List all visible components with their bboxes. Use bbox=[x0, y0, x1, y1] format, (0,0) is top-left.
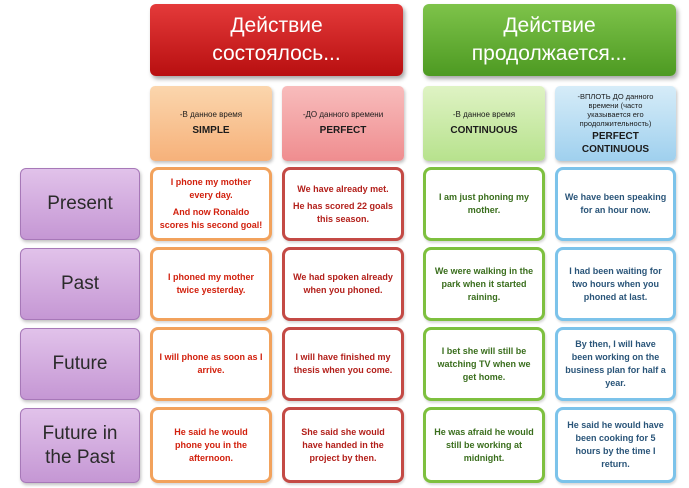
cell-text: I will have finished my bbox=[295, 352, 391, 362]
cell-text: still be working at bbox=[445, 439, 522, 450]
cell-past-perfect: We had spoken already when you phoned. bbox=[282, 247, 404, 321]
column-header-continuous: -В данное время CONTINUOUS bbox=[423, 86, 545, 161]
column-header-perfect: -ДО данного времени PERFECT bbox=[282, 86, 404, 161]
tense-note: -ДО данного времени bbox=[302, 110, 384, 119]
cell-text: I phone my mother bbox=[170, 177, 252, 187]
cell-text: thesis when you come. bbox=[293, 365, 393, 375]
tense-name: PERFECT bbox=[319, 125, 367, 136]
header-line-1: Действие bbox=[503, 14, 596, 37]
cell-text: I phoned my mother bbox=[167, 272, 254, 282]
cell-text: been working on the bbox=[571, 352, 660, 362]
row-label: the Past bbox=[45, 446, 115, 468]
cell-text: She said she would bbox=[301, 426, 385, 437]
row-header-present: Present bbox=[20, 168, 140, 240]
cell-text: He said he would bbox=[174, 426, 248, 437]
cell-text: get home. bbox=[462, 371, 506, 382]
cell-text: We have already met. bbox=[297, 183, 389, 194]
cell-text: We were walking in the bbox=[434, 265, 534, 276]
cell-text: watching TV when we bbox=[437, 358, 531, 369]
cell-text: I am just phoning my bbox=[438, 192, 529, 202]
cell-text: We had spoken already bbox=[293, 272, 393, 282]
tense-name: CONTINUOUS bbox=[581, 143, 650, 155]
row-header-future: Future bbox=[20, 328, 140, 400]
cell-text: return. bbox=[601, 459, 630, 469]
cell-text: year. bbox=[605, 378, 626, 388]
cell-text: phone you in the bbox=[175, 439, 247, 450]
cell-text: He was afraid he would bbox=[434, 426, 534, 437]
header-line-1: Действие bbox=[230, 14, 323, 37]
cell-text: scores his second goal! bbox=[159, 220, 263, 230]
tense-note: продолжительность) bbox=[579, 118, 652, 128]
cell-text: have handed in the bbox=[302, 439, 384, 450]
cell-text: every day. bbox=[189, 190, 233, 200]
cell-text: arrive. bbox=[197, 365, 225, 375]
header-line-2: продолжается... bbox=[471, 42, 628, 65]
row-header-future-in-the-past: Future in the Past bbox=[20, 408, 140, 483]
tense-note: указывается его bbox=[587, 109, 644, 119]
header-line-2: состоялось... bbox=[212, 42, 341, 65]
row-label: Future bbox=[52, 353, 108, 374]
tense-note: -ВПЛОТЬ ДО данного bbox=[577, 91, 654, 101]
column-header-perfect-continuous: -ВПЛОТЬ ДО данного времени (часто указыв… bbox=[555, 86, 676, 161]
row-label: Past bbox=[60, 273, 100, 294]
cell-text: twice yesterday. bbox=[176, 285, 246, 295]
cell-present-simple: I phone my mother every day. And now Ron… bbox=[150, 167, 272, 241]
cell-future-perfect-continuous: By then, I will have been working on the… bbox=[555, 327, 676, 401]
row-label: Present bbox=[47, 193, 113, 214]
tense-note: времени (часто bbox=[588, 100, 643, 110]
tense-note: -В данное время bbox=[179, 110, 243, 119]
header-action-completed: Действие состоялось... bbox=[150, 4, 403, 76]
header-action-ongoing: Действие продолжается... bbox=[423, 4, 676, 76]
cell-future-perfect: I will have finished my thesis when you … bbox=[282, 327, 404, 401]
cell-text: for an hour now. bbox=[580, 205, 651, 215]
cell-text: And now Ronaldo bbox=[172, 207, 250, 217]
cell-present-perfect-continuous: We have been speaking for an hour now. bbox=[555, 167, 676, 241]
cell-text: By then, I will have bbox=[575, 339, 656, 349]
cell-text: I will phone as soon as I bbox=[159, 352, 263, 362]
tense-name: PERFECT bbox=[592, 130, 639, 142]
row-label: Future in bbox=[42, 422, 118, 444]
cell-text: mother. bbox=[467, 205, 501, 215]
row-header-past: Past bbox=[20, 248, 140, 320]
cell-future-past-perfect: She said she would have handed in the pr… bbox=[282, 407, 404, 483]
cell-text: raining. bbox=[467, 291, 501, 302]
cell-text: two hours when you bbox=[572, 278, 659, 289]
cell-text: hours by the time I bbox=[575, 446, 656, 456]
cell-text: He has scored 22 goals bbox=[292, 200, 394, 211]
cell-text: We have been speaking bbox=[564, 192, 667, 202]
cell-text: He said he would have bbox=[567, 420, 664, 430]
cell-text: midnight. bbox=[463, 452, 505, 463]
cell-future-continuous: I bet she will still be watching TV when… bbox=[423, 327, 545, 401]
cell-text: afternoon. bbox=[189, 452, 233, 463]
cell-text: this season. bbox=[316, 213, 370, 224]
cell-past-simple: I phoned my mother twice yesterday. bbox=[150, 247, 272, 321]
cell-text: business plan for half a bbox=[565, 365, 666, 375]
cell-present-perfect: We have already met. He has scored 22 go… bbox=[282, 167, 404, 241]
cell-text: park when it started bbox=[441, 278, 527, 289]
cell-text: I had been waiting for bbox=[569, 265, 662, 276]
cell-future-simple: I will phone as soon as I arrive. bbox=[150, 327, 272, 401]
cell-future-past-simple: He said he would phone you in the aftern… bbox=[150, 407, 272, 483]
cell-past-perfect-continuous: I had been waiting for two hours when yo… bbox=[555, 247, 676, 321]
tense-note: -В данное время bbox=[452, 110, 516, 119]
cell-text: been cooking for 5 bbox=[575, 433, 656, 443]
cell-future-past-continuous: He was afraid he would still be working … bbox=[423, 407, 545, 483]
cell-text: project by then. bbox=[309, 452, 377, 463]
cell-text: I bet she will still be bbox=[441, 345, 527, 356]
cell-past-continuous: We were walking in the park when it star… bbox=[423, 247, 545, 321]
cell-future-past-perfect-continuous: He said he would have been cooking for 5… bbox=[555, 407, 676, 483]
cell-text: when you phoned. bbox=[303, 285, 383, 295]
cell-present-continuous: I am just phoning my mother. bbox=[423, 167, 545, 241]
tense-name: CONTINUOUS bbox=[450, 125, 518, 136]
cell-text: phoned at last. bbox=[583, 291, 648, 302]
column-header-simple: -В данное время SIMPLE bbox=[150, 86, 272, 161]
tense-name: SIMPLE bbox=[192, 125, 230, 136]
